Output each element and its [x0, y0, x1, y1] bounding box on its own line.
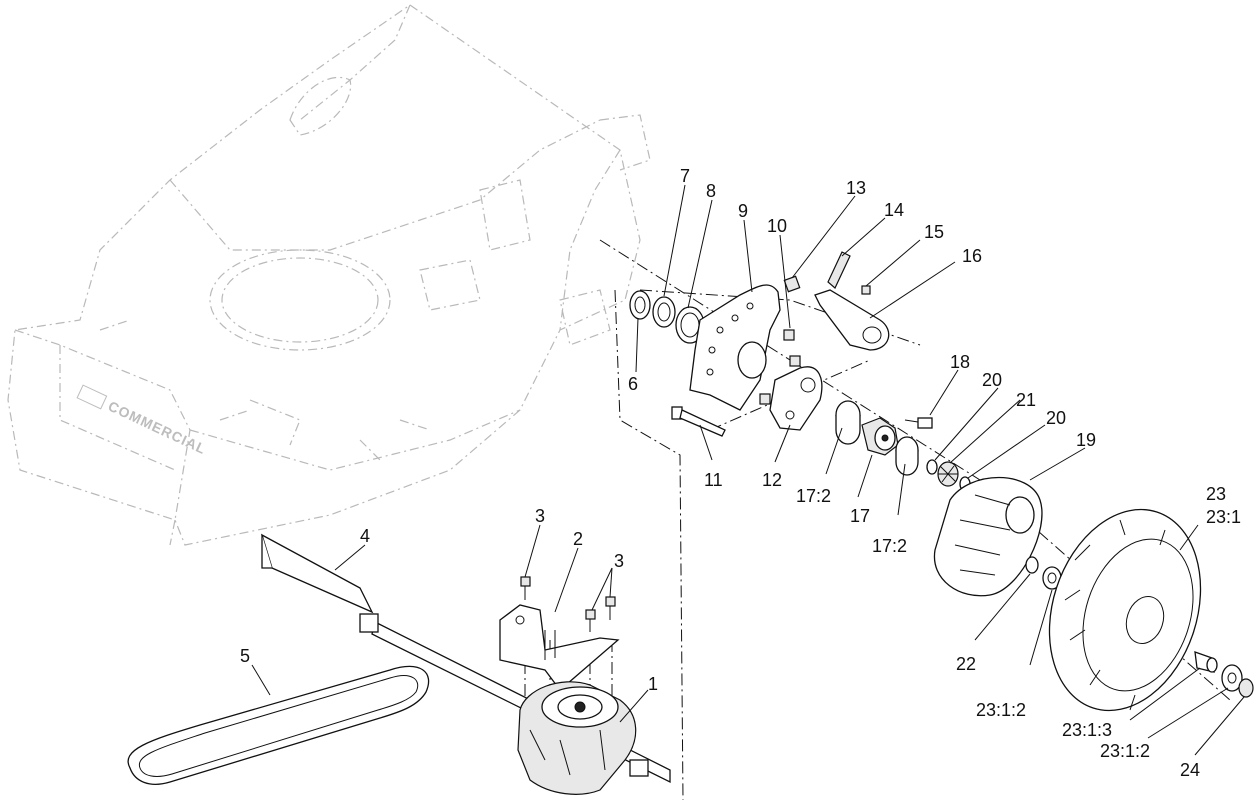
callout-13: 13	[846, 178, 866, 198]
bushing-6	[629, 290, 651, 320]
bracket-screws	[520, 576, 616, 632]
callout-1: 1	[648, 674, 658, 694]
callout-labels: 1 2 3 3 4 5 6 7 8 9 10 11 12 13 14 15 16…	[240, 166, 1241, 780]
transmission-bracket	[499, 604, 620, 691]
callout-23-1: 23:1	[1206, 507, 1241, 527]
callout-2: 2	[573, 529, 583, 549]
washer-7	[652, 296, 676, 328]
callout-7: 7	[680, 166, 690, 186]
drive-shaft-cover	[260, 533, 374, 614]
callout-19: 19	[1076, 430, 1096, 450]
callout-16: 16	[962, 246, 982, 266]
callout-3-right: 3	[614, 551, 624, 571]
callout-23-1-3: 23:1:3	[1062, 720, 1112, 740]
callout-18: 18	[950, 352, 970, 372]
screw-18	[904, 417, 933, 429]
callout-3-left: 3	[535, 506, 545, 526]
callout-8: 8	[706, 181, 716, 201]
washer-23-1-2-right	[1221, 664, 1243, 692]
lever-screw-15	[861, 285, 871, 295]
pivot-arm	[769, 366, 823, 431]
callout-22: 22	[956, 654, 976, 674]
pivot-bolt	[671, 406, 726, 437]
callout-5: 5	[240, 646, 250, 666]
lever-block-13	[783, 275, 801, 293]
gear-21	[937, 461, 959, 487]
bearing-17-2-left	[835, 400, 861, 445]
deck-brand-label: COMMERCIAL	[76, 384, 209, 457]
transmission	[517, 681, 649, 795]
callout-15: 15	[924, 222, 944, 242]
washer-23-1-2-left	[1042, 566, 1062, 590]
bearing-17	[861, 417, 899, 456]
spacer-23-1-3	[1194, 651, 1218, 673]
callout-21: 21	[1016, 390, 1036, 410]
callout-20-top: 20	[982, 370, 1002, 390]
callout-17: 17	[850, 506, 870, 526]
washer-22	[1025, 556, 1039, 574]
wheel-cover-19	[933, 476, 1043, 597]
callout-20-bottom: 20	[1046, 408, 1066, 428]
callout-17-2-right: 17:2	[872, 536, 907, 556]
plate-nuts	[759, 329, 801, 405]
callout-4: 4	[360, 526, 370, 546]
callout-23-1-2-right: 23:1:2	[1100, 741, 1150, 761]
bearing-17-2-right	[895, 436, 919, 476]
lever-spring-14	[827, 251, 851, 289]
callout-6: 6	[628, 374, 638, 394]
mower-deck-outline	[7, 4, 651, 546]
callout-23-1-2-left: 23:1:2	[976, 700, 1026, 720]
callout-10: 10	[767, 216, 787, 236]
drive-belt	[127, 665, 430, 785]
callout-14: 14	[884, 200, 904, 220]
callout-23: 23	[1206, 484, 1226, 504]
callout-24: 24	[1180, 760, 1200, 780]
leader-lines	[251, 184, 1245, 756]
callout-12: 12	[762, 470, 782, 490]
wheel-23	[1048, 508, 1202, 712]
nut-24	[1238, 678, 1254, 698]
callout-9: 9	[738, 201, 748, 221]
svg-text:COMMERCIAL: COMMERCIAL	[106, 398, 209, 457]
callout-17-2-left: 17:2	[796, 486, 831, 506]
washer-20-left	[926, 459, 938, 475]
height-adjust-plate	[689, 284, 781, 411]
lever-arm-16	[814, 289, 890, 351]
callout-11: 11	[704, 470, 723, 490]
